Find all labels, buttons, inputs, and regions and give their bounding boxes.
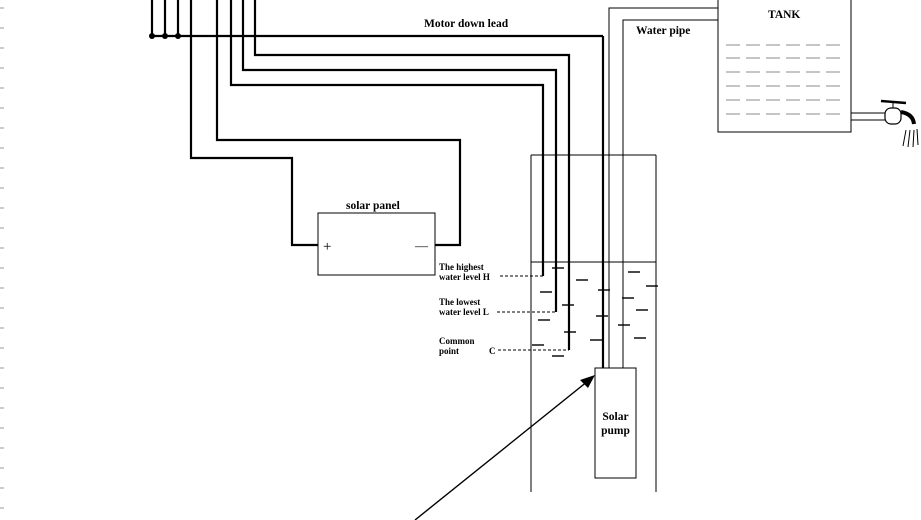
solar-pump-label-2: pump — [601, 425, 630, 437]
motor-down-lead-label: Motor down lead — [424, 18, 509, 30]
common-point-label: Common — [439, 336, 475, 346]
water-pipe: Water pipe — [608, 7, 718, 368]
panel-plus-terminal: + — [323, 239, 331, 255]
solar-pump: Solar pump — [594, 367, 637, 479]
common-point-label-2: point — [439, 346, 459, 356]
lowest-level-label: The lowest — [439, 297, 480, 307]
tank-body — [717, 0, 852, 133]
common-point-wire — [253, 0, 571, 350]
controller-wires — [149, 0, 605, 368]
highest-level-wire — [229, 0, 545, 276]
water-pipe-inner — [622, 19, 718, 368]
highest-level-label: The highest — [439, 262, 484, 272]
common-point-letter: C — [489, 346, 496, 356]
solar-panel-box — [317, 212, 436, 276]
well — [530, 154, 657, 492]
solar-pump-label: Solar — [602, 411, 628, 423]
water-marks — [532, 267, 658, 357]
tank-water-lines — [726, 44, 845, 115]
solar-panel-label: solar panel — [346, 200, 400, 212]
level-labels: The highest water level H The lowest wat… — [439, 262, 569, 356]
tank: TANK — [717, 0, 852, 133]
solar-panel: solar panel + — — [317, 200, 436, 276]
pointer-arrow — [414, 375, 595, 520]
panel-positive-wire — [189, 0, 318, 247]
lowest-level-label-2: water level L — [439, 307, 489, 317]
highest-level-label-2: water level H — [439, 272, 490, 282]
lowest-level-wire — [241, 0, 558, 312]
water-pipe-outer — [608, 7, 718, 368]
tank-label: TANK — [768, 9, 800, 21]
panel-negative-wire — [215, 0, 462, 247]
water-pipe-label: Water pipe — [636, 25, 690, 37]
faucet-icon — [851, 99, 919, 148]
solar-pump-body — [594, 367, 637, 479]
panel-minus-terminal: — — [414, 238, 429, 253]
left-edge-ruler — [0, 7, 4, 509]
